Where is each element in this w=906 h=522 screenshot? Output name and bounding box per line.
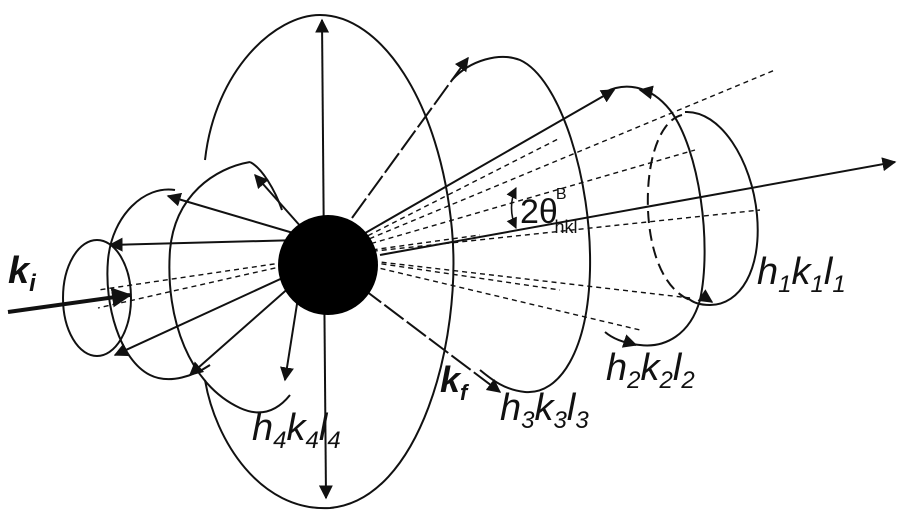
cone-ring-h3k3l3 (451, 55, 592, 394)
angle-arc (506, 186, 517, 230)
arrow-h2-ring-bottom (621, 334, 638, 348)
label-h4k4l4: h4k4l4 (252, 407, 341, 454)
cone-ring-h1k1l1 (684, 110, 759, 307)
transmitted-beam-arrow (379, 157, 897, 256)
forward-cones (451, 55, 759, 394)
label-k-incident: ki (8, 250, 37, 297)
backscatter-cones (62, 161, 291, 414)
kf-arrow (361, 287, 502, 393)
cone-ring-large (204, 13, 455, 510)
label-h3k3l3: h3k3l3 (500, 387, 589, 434)
arrow-to-h2-ring (359, 89, 616, 237)
arrow-to-h3-ring (351, 56, 469, 219)
forward-arrows (351, 56, 897, 393)
cone-generator-lines (97, 69, 776, 331)
label-h2k2l2: h2k2l2 (606, 347, 695, 394)
arrow-h1-ring-right (697, 289, 714, 303)
sample-sphere (278, 215, 378, 315)
backscatter-arrows (108, 173, 303, 382)
cone-ring-2-left (106, 188, 211, 381)
label-h1k1l1: h1k1l1 (757, 251, 846, 298)
arrow-h1-ring-top (638, 85, 654, 100)
cone-ring-h1k1l1-hidden (646, 114, 691, 301)
cone-ring-h2k2l2 (604, 85, 706, 347)
incident-beam-arrow (7, 287, 132, 314)
label-k-final: kf (440, 359, 470, 405)
cone-ring-h4k4l4 (168, 161, 291, 414)
